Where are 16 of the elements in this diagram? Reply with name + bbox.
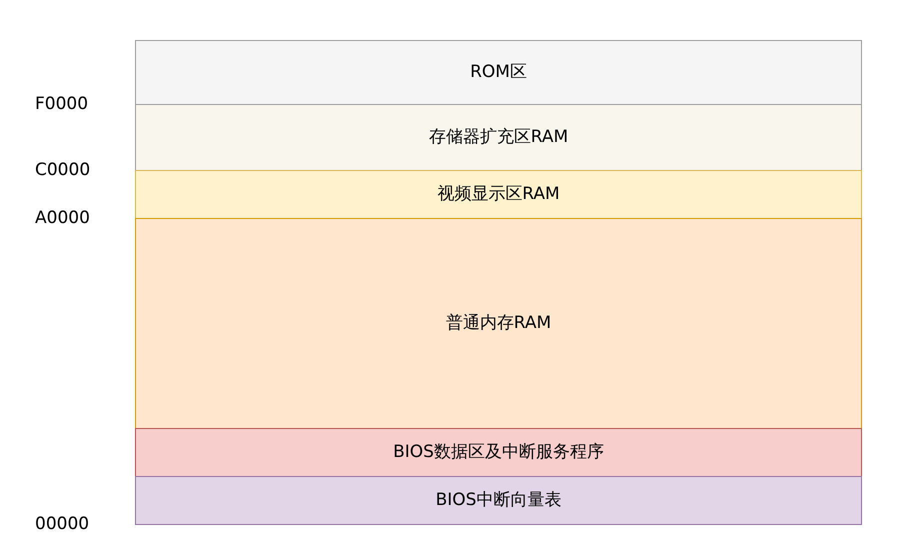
address-label: C0000 — [35, 160, 90, 180]
memory-region — [135, 428, 862, 477]
region-label: 存储器扩充区RAM — [428, 126, 568, 148]
region-label: 普通内存RAM — [446, 312, 552, 334]
address-label: 00000 — [35, 514, 90, 534]
region-label: 视频显示区RAM — [437, 184, 560, 206]
address-label: F0000 — [35, 94, 88, 114]
region-label: ROM区 — [470, 62, 527, 84]
memory-region — [135, 170, 862, 219]
memory-region — [135, 476, 862, 525]
memory-region — [135, 40, 862, 105]
address-label: A0000 — [35, 208, 90, 228]
region-label: BIOS数据区及中断服务程序 — [393, 442, 604, 464]
region-label: BIOS中断向量表 — [436, 490, 562, 512]
memory-region — [135, 104, 862, 171]
memory-region — [135, 218, 862, 429]
